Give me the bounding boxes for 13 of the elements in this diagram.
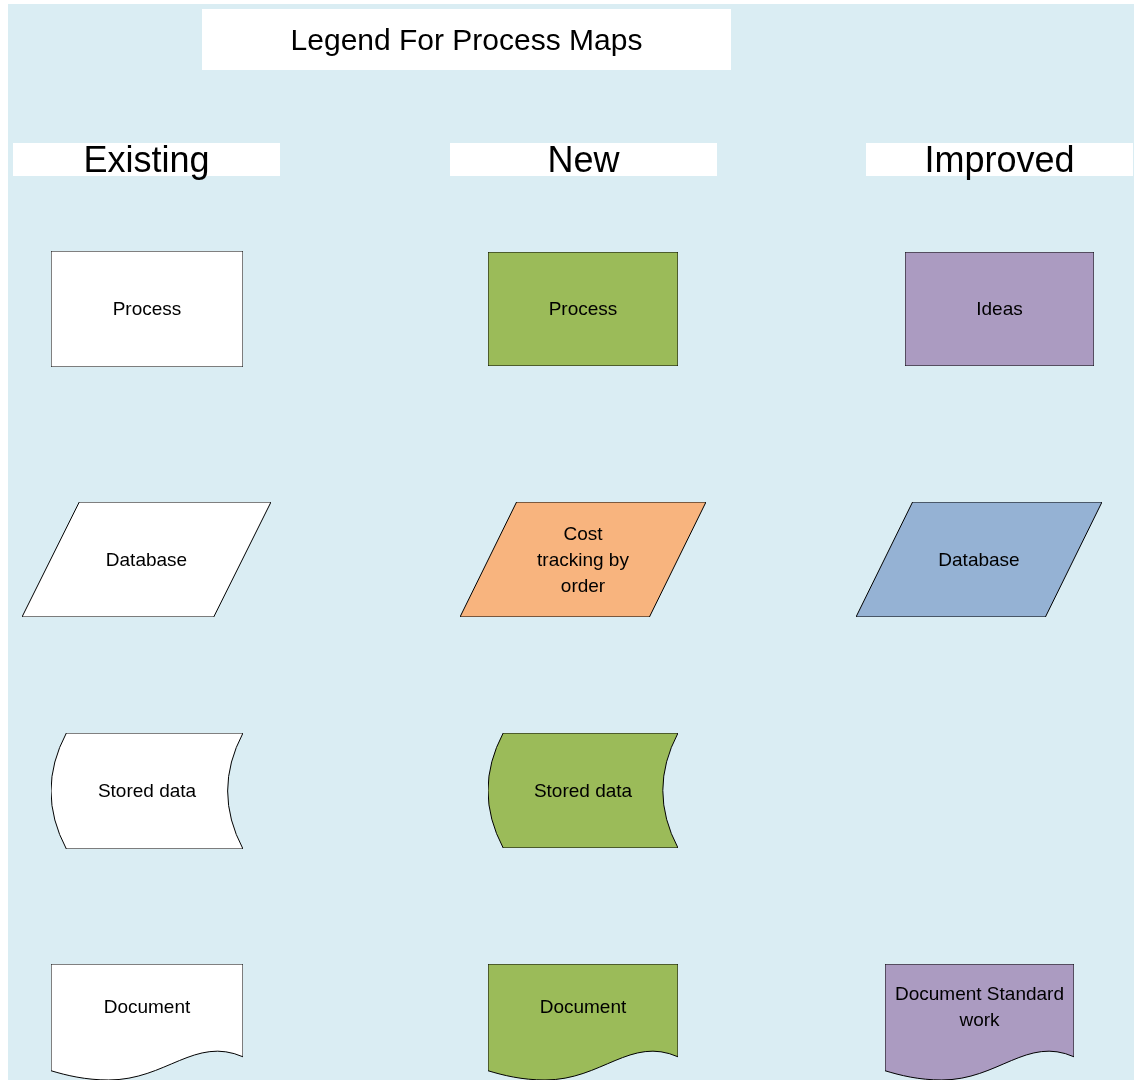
stored-data-shape: Stored data (488, 733, 678, 848)
data-parallelogram: Database (22, 502, 271, 617)
document-shape: Document (51, 964, 243, 1080)
document-shape: Document (488, 964, 678, 1080)
data-parallelogram: Database (856, 502, 1102, 617)
stored-data-shape: Stored data (51, 733, 243, 849)
data-parallelogram: Cost tracking by order (460, 502, 706, 617)
process-box: Process (51, 251, 243, 367)
process-box: Ideas (905, 252, 1094, 366)
title: Legend For Process Maps (202, 9, 731, 70)
document-shape: Document Standard work (885, 964, 1074, 1080)
process-box: Process (488, 252, 678, 366)
column-header: New (450, 143, 717, 176)
